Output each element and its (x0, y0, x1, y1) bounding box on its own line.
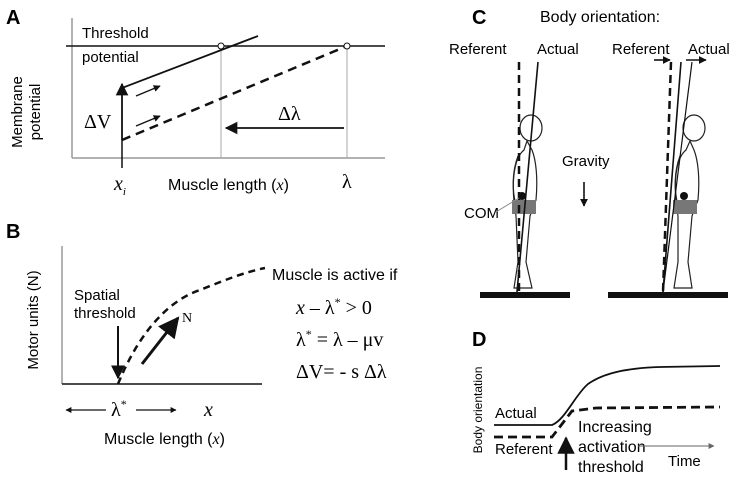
panel-b: B Motor units (N) Spatial threshold N λ*… (6, 221, 398, 448)
panel-c-right-shifted-line (662, 61, 693, 293)
panel-c-right-ground (608, 292, 728, 298)
panel-a-lambda-dot (343, 42, 351, 50)
panel-a-dashed-line (121, 44, 348, 142)
panel-b-recruitment-curve (116, 266, 266, 385)
panel-c-right-figure (608, 56, 728, 298)
panel-c-right-actual-line (662, 61, 682, 293)
panel-d-note-line3: threshold (578, 459, 644, 476)
panel-b-spatial-label-2: threshold (74, 305, 136, 322)
panel-b-ylabel: Motor units (N) (25, 270, 42, 369)
panel-b-eq1: x – λ* > 0 (295, 295, 372, 319)
panel-a-delta-lambda-label: Δλ (278, 103, 301, 125)
panel-c-com-pointer (495, 197, 520, 213)
panel-b-letter: B (6, 221, 20, 243)
panel-a-threshold-label-2: potential (82, 49, 139, 66)
panel-a-xi-label: xi (113, 173, 126, 198)
panel-b-spatial-label-1: Spatial (74, 287, 120, 304)
panel-c: C Body orientation: Referent Actual Refe… (449, 7, 730, 298)
panel-c-left-ground (480, 292, 570, 298)
panel-d-actual-line (494, 365, 721, 426)
panel-a-threshold-label-1: Threshold (82, 25, 149, 42)
panel-c-right-person (673, 114, 706, 289)
panel-d-referent-label: Referent (495, 441, 553, 458)
panel-b-n-label: N (182, 311, 192, 326)
panel-c-left-figure: COM (464, 61, 570, 298)
panel-b-eq-title: Muscle is active if (272, 267, 398, 284)
panel-d-note-line1: Increasing (578, 419, 652, 436)
panel-b-n-arrow (140, 316, 180, 365)
panel-c-letter: C (472, 7, 486, 29)
panel-c-com-label: COM (464, 205, 499, 222)
panel-a-letter: A (6, 7, 20, 29)
panel-c-referent-right: Referent (612, 41, 670, 58)
panel-a: A Membrane potential Threshold potential… (6, 7, 385, 198)
panel-a-ylabel-line1: Membrane (9, 76, 26, 148)
panel-a-slope-arrow-upper (135, 85, 161, 97)
panel-c-gravity-label: Gravity (562, 153, 610, 170)
panel-a-lambda-label: λ (342, 171, 352, 193)
panel-c-right-com-dot (680, 192, 688, 200)
panel-c-actual-right: Actual (688, 41, 730, 58)
panel-b-eq3: ΔV= - s Δλ (296, 361, 387, 383)
panel-d-note-line2: activation (578, 439, 646, 456)
panel-a-crossing-dot (217, 42, 225, 50)
panel-a-solid-line (121, 35, 259, 89)
panel-b-x-tick: x (203, 399, 213, 421)
panel-a-ylabel-line2: potential (27, 84, 44, 141)
panel-a-slope-arrow-lower (135, 115, 161, 127)
panel-c-right-hip-band (673, 200, 697, 214)
panel-a-xlabel: Muscle length (x) (168, 177, 289, 194)
panel-c-left-actual-line (516, 61, 539, 293)
panel-b-lambda-star: λ* (111, 397, 127, 421)
panel-a-delta-v-label: ΔV (84, 111, 112, 133)
panel-c-actual-left: Actual (537, 41, 579, 58)
panel-d-referent-line (494, 405, 721, 439)
panel-d-time-label: Time (668, 453, 701, 470)
panel-d-letter: D (472, 329, 486, 351)
panel-d-actual-label: Actual (495, 405, 537, 422)
panel-c-referent-left: Referent (449, 41, 507, 58)
panel-b-eq2: λ* = λ – μv (296, 327, 383, 351)
panel-d-ylabel: Body orientation (471, 367, 485, 454)
panel-c-title: Body orientation: (540, 9, 660, 26)
panel-b-xlabel: Muscle length (x) (104, 431, 225, 448)
panel-d: D Body orientation Actual Referent Incre… (471, 329, 721, 476)
